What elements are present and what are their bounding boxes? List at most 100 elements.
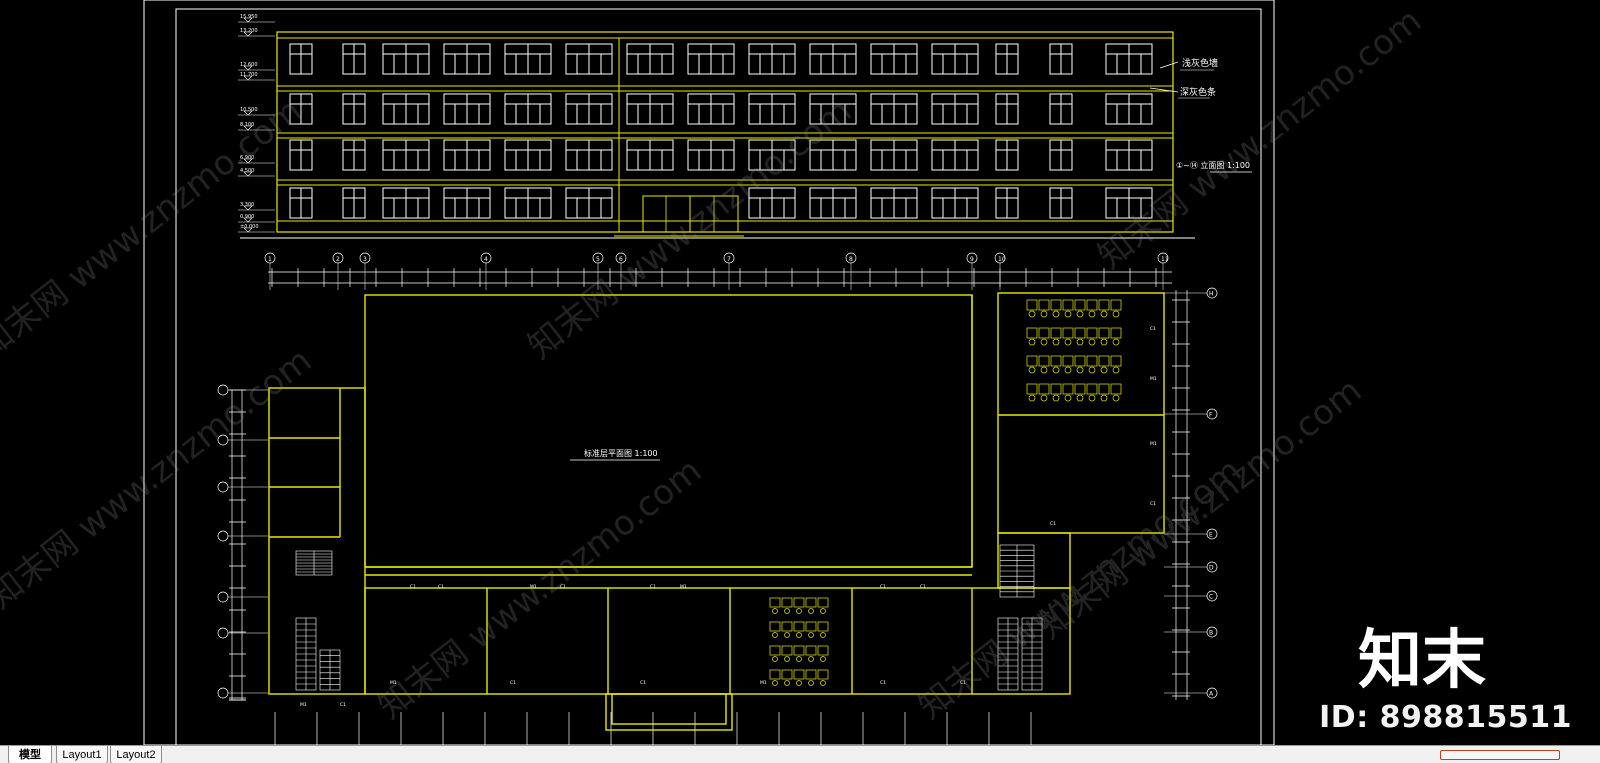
- axis-bubble-label: A: [1209, 691, 1214, 698]
- desk: [1074, 355, 1086, 367]
- desk: [1110, 327, 1122, 339]
- watermark-repeat: 知末网 www.znzmo.com: [0, 91, 309, 367]
- watermark-repeat: 知末网 www.znzmo.com: [1091, 1, 1429, 277]
- opening-label: C1: [340, 702, 346, 708]
- desk: [1074, 327, 1086, 339]
- desk: [805, 621, 817, 632]
- axis-bubble-label: 9: [970, 256, 974, 263]
- axis-bubble-label: H: [1209, 291, 1214, 298]
- opening-label: C1: [510, 680, 516, 686]
- elevation-windows: [289, 43, 1153, 219]
- plan-title: 标准层平面图 1:100: [584, 448, 658, 458]
- stair-hatches: [295, 544, 1043, 691]
- desk: [1038, 383, 1050, 395]
- desk: [1098, 383, 1110, 395]
- opening-label: C1: [880, 680, 886, 686]
- opening-label: C1: [1150, 326, 1156, 332]
- opening-label: C1: [640, 680, 646, 686]
- plan-west-wing: [268, 387, 366, 695]
- courtyard-outline: [364, 294, 973, 568]
- opening-label: C1: [438, 584, 444, 590]
- opening-label: M1: [300, 702, 307, 708]
- level-mark-label: ±0.000: [240, 224, 259, 230]
- opening-label: C1: [960, 680, 966, 686]
- axis-bubble-label: 7: [727, 256, 731, 263]
- opening-label: M1: [530, 584, 537, 590]
- level-mark-label: 11.700: [240, 72, 258, 78]
- desk: [781, 621, 793, 632]
- note-top: 浅灰色墙: [1182, 57, 1218, 69]
- desk: [1074, 383, 1086, 395]
- desk: [1062, 355, 1074, 367]
- desk: [805, 669, 817, 680]
- tab-layout2[interactable]: Layout2: [110, 746, 162, 763]
- desk: [1098, 327, 1110, 339]
- watermark-id: ID: 898815511: [1319, 700, 1572, 735]
- desk: [1086, 355, 1098, 367]
- desk: [1062, 327, 1074, 339]
- axis-bubble-label: F: [1209, 412, 1213, 419]
- plan-east-wing: [997, 292, 1165, 534]
- desk: [1098, 299, 1110, 311]
- cad-drawing[interactable]: 15.95013.20012.60011.70010.5008.1006.900…: [0, 0, 1600, 745]
- opening-label: C1: [560, 584, 566, 590]
- layout-tab-bar: 模型 Layout1 Layout2: [0, 745, 1600, 763]
- opening-label: C1: [650, 584, 656, 590]
- opening-label: C1: [920, 584, 926, 590]
- watermark-repeat: 知末网 www.znzmo.com: [0, 341, 319, 617]
- desk: [1026, 327, 1038, 339]
- desk: [793, 645, 805, 656]
- axis-bubble-label: C: [1209, 594, 1213, 601]
- axis-bubble-label: B: [1209, 630, 1213, 637]
- opening-label: M1: [680, 584, 687, 590]
- level-mark-label: 4.500: [240, 168, 254, 174]
- axis-bubble-left: [217, 687, 229, 699]
- axis-bubble-label: D: [1209, 565, 1214, 572]
- desk: [805, 597, 817, 608]
- desk: [769, 597, 781, 608]
- level-mark-label: 8.100: [240, 122, 254, 128]
- desk: [817, 597, 829, 608]
- desk: [1026, 299, 1038, 311]
- desk: [1086, 383, 1098, 395]
- opening-label: M1: [390, 680, 397, 686]
- axis-bubbles-right: H F E D C B A: [1164, 287, 1218, 699]
- desk: [1050, 383, 1062, 395]
- axis-bubble-left: [217, 530, 229, 542]
- level-mark-label: 13.200: [240, 28, 258, 34]
- axis-bubble-label: 5: [596, 256, 600, 263]
- desk: [769, 645, 781, 656]
- desk: [781, 669, 793, 680]
- desk: [1074, 299, 1086, 311]
- desk: [1038, 327, 1050, 339]
- level-mark-label: 12.600: [240, 62, 258, 68]
- desk: [1050, 299, 1062, 311]
- desk: [793, 597, 805, 608]
- desk: [1110, 383, 1122, 395]
- classroom-desks: [769, 299, 1122, 686]
- watermark-repeat: 知末网 www.znzmo.com: [1031, 371, 1369, 647]
- desk: [1050, 355, 1062, 367]
- desk: [1038, 355, 1050, 367]
- desk: [817, 621, 829, 632]
- opening-label: C1: [410, 584, 416, 590]
- axis-bubble-label: 10: [998, 256, 1006, 263]
- axis-bubble-label: 8: [849, 256, 853, 263]
- watermark-logo: 知末: [1358, 624, 1486, 698]
- opening-label: M1: [760, 680, 767, 686]
- dimension-lines: [231, 271, 1188, 700]
- desk: [1110, 355, 1122, 367]
- tab-model[interactable]: 模型: [8, 746, 52, 763]
- watermark-repeat: 知末网 www.znzmo.com: [371, 451, 709, 727]
- elevation-drawing: 15.95013.20012.60011.70010.5008.1006.900…: [238, 14, 1252, 239]
- sheet-inner-frame: [175, 8, 1262, 745]
- tab-layout1[interactable]: Layout1: [56, 746, 108, 763]
- opening-label: M1: [1150, 376, 1157, 382]
- desk: [769, 621, 781, 632]
- axis-bubble-label: E: [1209, 532, 1213, 539]
- status-indicator: [1440, 750, 1560, 760]
- desk: [1026, 355, 1038, 367]
